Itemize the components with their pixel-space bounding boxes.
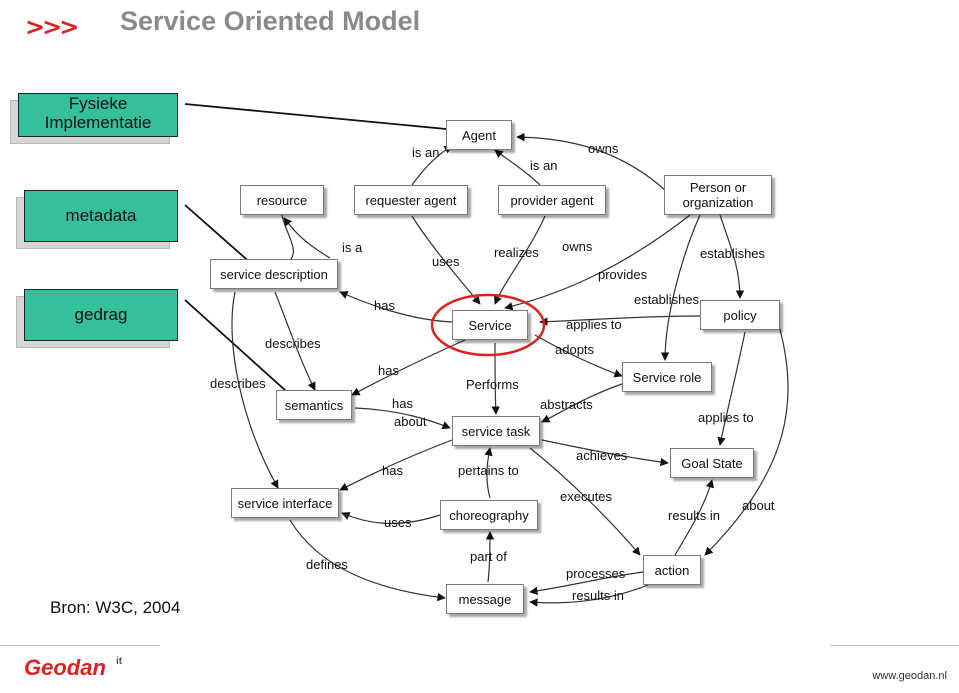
node-service-role: Service role: [622, 362, 712, 392]
edge-label-achieves: achieves: [576, 448, 628, 463]
source-caption: Bron: W3C, 2004: [50, 598, 181, 617]
node-policy: policy: [700, 300, 780, 330]
edge-label-establishes-2: establishes: [634, 292, 700, 307]
legend-fysieke-implementatie: Fysieke Implementatie: [18, 93, 178, 137]
footer-divider-left: [0, 645, 160, 646]
footer-divider-right: [830, 645, 959, 646]
node-service-description: service description: [210, 259, 338, 289]
node-requester-agent: requester agent: [354, 185, 468, 215]
footer-url: www.geodan.nl: [872, 670, 947, 682]
node-semantics: semantics: [276, 390, 352, 420]
node-service: Service: [452, 310, 528, 340]
edge-label-results-in-1: results in: [668, 508, 721, 523]
legend-fysiek-line2: Implementatie: [44, 113, 152, 132]
geodan-logo: Geodan: [24, 655, 106, 680]
node-action: action: [643, 555, 701, 585]
node-person-line1: Person or: [689, 180, 747, 195]
legend-gedrag: gedrag: [24, 289, 178, 341]
edge-label-provides: provides: [598, 267, 648, 282]
edge-label-adopts: adopts: [555, 342, 595, 357]
edge-label-realizes: realizes: [494, 245, 539, 260]
edge-label-applies-to-1: applies to: [566, 317, 622, 332]
edge-label-describes-1: describes: [265, 336, 321, 351]
edge-label-has-4: has: [382, 463, 403, 478]
edge-label-establishes-1: establishes: [700, 246, 766, 261]
edge-label-about-2: about: [742, 498, 775, 513]
edge-label-performs: Performs: [466, 377, 519, 392]
legend-metadata: metadata: [24, 190, 178, 242]
service-highlight-ellipse: [430, 293, 546, 357]
edge-label-applies-to-2: applies to: [698, 410, 754, 425]
edge-label-abstracts: abstracts: [540, 397, 593, 412]
node-choreography: choreography: [440, 500, 538, 530]
edge-label-processes: processes: [566, 566, 626, 581]
edge-label-results-in-2: results in: [572, 588, 625, 603]
edge-label-has-2: has: [378, 363, 399, 378]
node-person-line2: organization: [682, 195, 754, 210]
edge-label-has-1: has: [374, 298, 395, 313]
node-provider-agent: provider agent: [498, 185, 606, 215]
node-resource: resource: [240, 185, 324, 215]
edge-label-about-1: about: [394, 414, 427, 429]
edge-label-defines: defines: [306, 557, 348, 572]
edge-label-pertains-to: pertains to: [458, 463, 519, 478]
edge-label-part-of: part of: [470, 549, 507, 564]
edge-label-describes-2: describes: [210, 376, 266, 391]
node-message: message: [446, 584, 524, 614]
geodan-logo-suffix: it: [116, 656, 123, 667]
edge-label-owns-2: owns: [562, 239, 593, 254]
logo-arrows-icon: >>>: [25, 13, 79, 41]
edge-label-is-an-1: is an: [412, 145, 440, 160]
page-title: Service Oriented Model: [120, 6, 421, 36]
node-service-task: service task: [452, 416, 540, 446]
node-goal-state: Goal State: [670, 448, 754, 478]
edge-label-has-3: has: [392, 396, 413, 411]
edge-label-owns-1: owns: [588, 141, 619, 156]
edge-label-is-an-2: is an: [530, 158, 558, 173]
node-service-interface: service interface: [231, 488, 339, 518]
legend-fysiek-line1: Fysieke: [68, 94, 128, 113]
edge-label-uses-1: uses: [432, 254, 460, 269]
edge-label-executes: executes: [560, 489, 613, 504]
edge-label-uses-2: uses: [384, 515, 412, 530]
node-person-or-organization: Person or organization: [664, 175, 772, 215]
node-agent: Agent: [446, 120, 512, 150]
edge-label-is-a: is a: [342, 240, 363, 255]
